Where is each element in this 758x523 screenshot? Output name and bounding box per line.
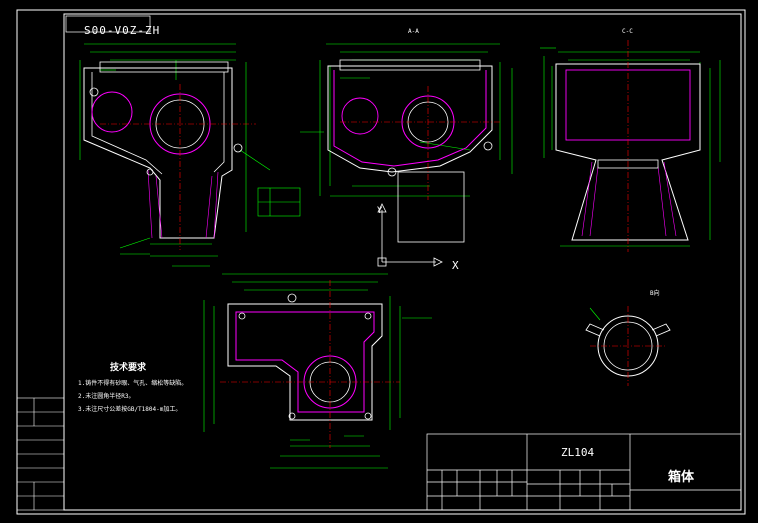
section-aa-outline <box>327 65 493 173</box>
ucs-axis-icon <box>377 203 443 267</box>
drawing-code: S00-V0Z-ZH <box>84 24 161 37</box>
section-cc-label: C-C <box>622 28 633 35</box>
b-view-label: B向 <box>650 290 660 297</box>
tech-requirements-title: 技术要求 <box>110 363 147 373</box>
part-name: 箱体 <box>668 470 695 485</box>
section-aa-view <box>300 43 513 243</box>
tech-note-2: 2.未注圆角半径R3。 <box>78 393 135 400</box>
axis-y-label: Y <box>377 206 383 216</box>
plan-view <box>203 273 432 469</box>
section-aa-dimensions <box>300 43 513 197</box>
left-margin-table <box>16 397 65 511</box>
outer-frame <box>16 9 746 515</box>
title-block <box>426 433 742 511</box>
code-box <box>65 15 151 33</box>
tech-note-3: 3.未注尺寸公差按GB/T1804-m加工。 <box>78 406 182 413</box>
front-view <box>79 43 301 267</box>
section-aa-label: A-A <box>408 28 419 35</box>
b-view <box>585 306 671 386</box>
tech-note-1: 1.铸件不得有砂眼、气孔、缩松等缺陷。 <box>78 380 188 387</box>
front-view-dimensions <box>79 43 301 267</box>
front-view-outline <box>83 67 233 239</box>
inner-frame <box>63 13 742 511</box>
section-cc-dimensions <box>540 47 721 247</box>
axis-x-label: X <box>452 259 459 272</box>
section-cc-view <box>540 40 721 252</box>
plan-view-dimensions <box>203 273 432 469</box>
plan-view-outline <box>227 303 383 421</box>
material-label: ZL104 <box>561 446 595 459</box>
section-cc-outline <box>555 63 701 241</box>
